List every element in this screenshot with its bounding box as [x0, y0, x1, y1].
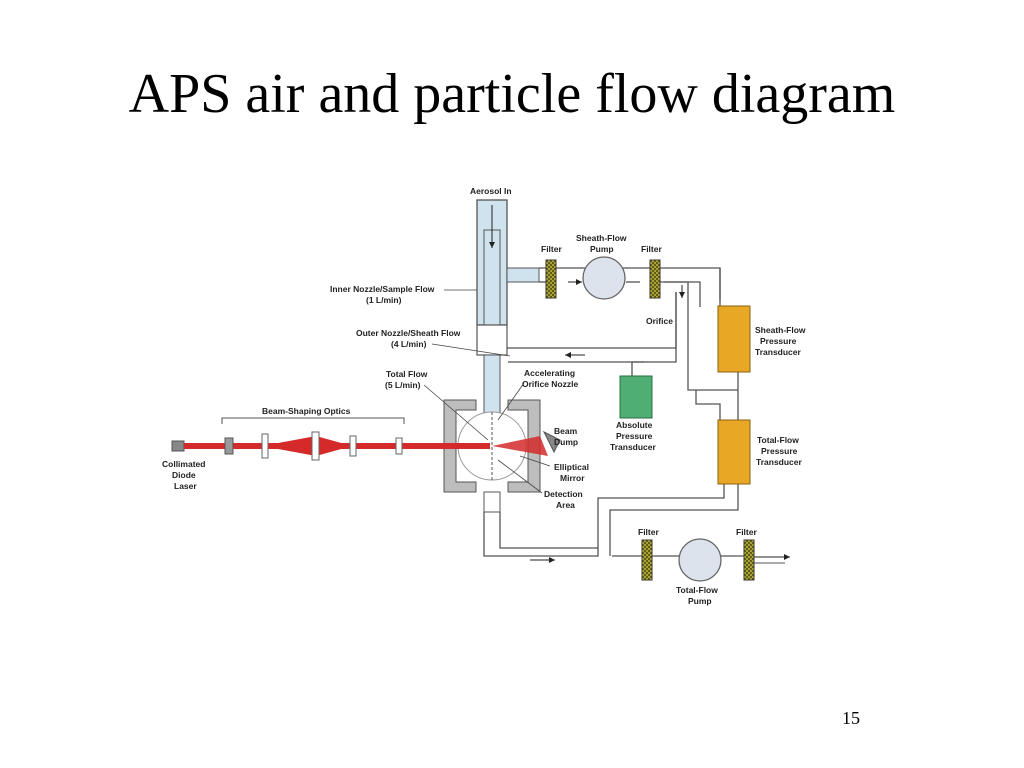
- total-flow-pump: [678, 538, 722, 582]
- sheath-filter-right-label: Filter: [641, 244, 662, 254]
- page-number: 15: [842, 708, 860, 728]
- laser-beam: [171, 430, 561, 461]
- total-flow-label-2: (5 L/min): [385, 380, 421, 390]
- abs-transducer-label-1: Absolute: [616, 420, 653, 430]
- leader-lines: [423, 289, 551, 494]
- beam-dump-label-1: Beam: [554, 426, 578, 436]
- accel-nozzle-label-1: Accelerating: [524, 368, 575, 378]
- aerosol-in-label: Aerosol In: [470, 186, 512, 196]
- absolute-pressure-transducer: [619, 375, 653, 419]
- total-filter-right-label: Filter: [736, 527, 757, 537]
- total-transducer-label-2: Pressure: [761, 446, 798, 456]
- orifice-label: Orifice: [646, 316, 673, 326]
- sheath-pump-label-2: Pump: [590, 244, 614, 254]
- abs-transducer-label-3: Transducer: [610, 442, 657, 452]
- beam-optics-label: Beam-Shaping Optics: [262, 406, 351, 416]
- total-pump-label-2: Pump: [688, 596, 712, 606]
- detection-label-1: Detection: [544, 489, 583, 499]
- laser-label-3: Laser: [174, 481, 197, 491]
- mirror-label-2: Mirror: [560, 473, 585, 483]
- laser-label-2: Diode: [172, 470, 196, 480]
- slide-title: APS air and particle flow diagram: [128, 63, 896, 125]
- sheath-transducer-label-2: Pressure: [760, 336, 797, 346]
- beam-dump-label-2: Dump: [554, 437, 578, 447]
- total-pump-label-1: Total-Flow: [676, 585, 718, 595]
- sheath-transducer-label-3: Transducer: [755, 347, 802, 357]
- detection-label-2: Area: [556, 500, 575, 510]
- sheath-transducer-label-1: Sheath-Flow: [755, 325, 806, 335]
- abs-transducer-label-2: Pressure: [616, 431, 653, 441]
- outer-nozzle-label-1: Outer Nozzle/Sheath Flow: [356, 328, 461, 338]
- sheath-filter-right: [649, 259, 661, 299]
- total-filter-left: [641, 539, 653, 581]
- diode-laser: [171, 440, 185, 452]
- beam-optics-bracket: [221, 417, 405, 424]
- mirror-label-1: Elliptical: [554, 462, 589, 472]
- inner-nozzle-label-2: (1 L/min): [366, 295, 402, 305]
- sheath-filter-left: [545, 259, 557, 299]
- total-transducer-label-3: Transducer: [756, 457, 803, 467]
- beam-dump: [542, 430, 561, 454]
- total-filter-left-label: Filter: [638, 527, 659, 537]
- detection-chamber: [443, 399, 541, 513]
- sheath-flow-pump: [582, 256, 626, 300]
- sheath-filter-left-label: Filter: [541, 244, 562, 254]
- outer-nozzle-label-2: (4 L/min): [391, 339, 427, 349]
- inner-nozzle-label-1: Inner Nozzle/Sample Flow: [330, 284, 435, 294]
- inner-nozzle: [476, 199, 540, 421]
- total-filter-right: [743, 539, 755, 581]
- total-transducer-label-1: Total-Flow: [757, 435, 799, 445]
- sheath-flow-pressure-transducer: [717, 305, 751, 373]
- sheath-pump-label-1: Sheath-Flow: [576, 233, 627, 243]
- laser-label-1: Collimated: [162, 459, 205, 469]
- total-flow-label-1: Total Flow: [386, 369, 428, 379]
- total-flow-pressure-transducer: [717, 419, 751, 485]
- accel-nozzle-label-2: Orifice Nozzle: [522, 379, 578, 389]
